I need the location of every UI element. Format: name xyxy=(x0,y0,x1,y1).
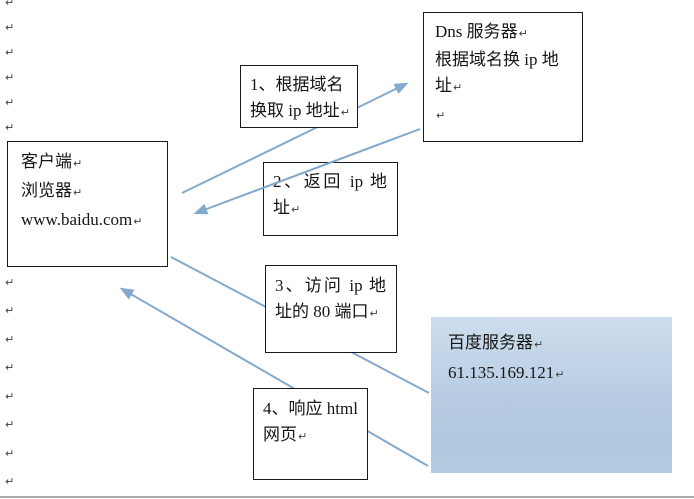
paragraph-mark: ↵ xyxy=(5,304,15,317)
page-boundary-rule xyxy=(0,496,694,498)
paragraph-mark: ↵ xyxy=(5,46,15,59)
dns-server-box[interactable]: Dns 服务器↵ 根据域名换 ip 地 址↵ ↵ xyxy=(423,12,583,142)
return-mark: ↵ xyxy=(534,338,544,351)
step3-box[interactable]: 3、访问 ip 地 址的 80 端口↵ xyxy=(265,265,397,353)
paragraph-mark: ↵ xyxy=(5,276,15,289)
return-mark: ↵ xyxy=(369,307,379,320)
return-mark: ↵ xyxy=(133,215,143,228)
return-mark: ↵ xyxy=(340,106,350,119)
step4-box[interactable]: 4、响应 html 网页↵ xyxy=(253,388,368,480)
client-line-1: 客户端↵ xyxy=(21,152,83,171)
step3-line-1: 3、访问 ip 地 xyxy=(275,276,386,295)
dns-line-2: 根据域名换 ip 地 xyxy=(435,50,559,69)
paragraph-mark: ↵ xyxy=(5,418,15,431)
step2-box[interactable]: 2、返回 ip 地 址↵ xyxy=(263,162,398,236)
step2-line-2: 址↵ xyxy=(273,198,301,217)
return-mark: ↵ xyxy=(436,109,446,122)
paragraph-mark: ↵ xyxy=(5,447,15,460)
client-url-line: www.baidu.com↵ xyxy=(21,210,143,229)
return-mark: ↵ xyxy=(73,157,83,170)
paragraph-mark: ↵ xyxy=(5,21,15,34)
client-box[interactable]: 客户端↵ 浏览器↵ www.baidu.com↵ xyxy=(7,141,168,267)
paragraph-mark: ↵ xyxy=(5,475,15,488)
baidu-ip-line: 61.135.169.121↵ xyxy=(448,363,565,382)
return-mark: ↵ xyxy=(298,430,308,443)
arrow-step4-response[interactable] xyxy=(119,287,429,467)
paragraph-mark: ↵ xyxy=(5,71,15,84)
step4-line-1: 4、响应 html xyxy=(263,399,358,418)
paragraph-mark: ↵ xyxy=(5,361,15,374)
baidu-server-box[interactable]: 百度服务器↵ 61.135.169.121↵ xyxy=(431,317,672,473)
return-mark: ↵ xyxy=(73,186,83,199)
paragraph-mark: ↵ xyxy=(5,0,15,9)
dns-line-1: Dns 服务器↵ xyxy=(435,22,528,41)
dns-line-3: 址↵ xyxy=(435,76,463,95)
baidu-name-line: 百度服务器↵ xyxy=(448,333,544,352)
step1-line-2: 换取 ip 地址↵ xyxy=(250,101,350,120)
paragraph-mark: ↵ xyxy=(5,390,15,403)
step3-line-2: 址的 80 端口↵ xyxy=(275,302,379,321)
paragraph-mark: ↵ xyxy=(5,121,15,134)
step4-line-2: 网页↵ xyxy=(263,425,308,444)
paragraph-mark: ↵ xyxy=(5,333,15,346)
step1-box[interactable]: 1、根据域名 换取 ip 地址↵ xyxy=(240,65,358,128)
return-mark: ↵ xyxy=(555,368,565,381)
step2-line-1: 2、返回 ip 地 xyxy=(273,172,387,191)
arrow-step1-request[interactable] xyxy=(181,82,409,194)
paragraph-mark: ↵ xyxy=(5,96,15,109)
return-mark: ↵ xyxy=(291,203,301,216)
step1-line-1: 1、根据域名 xyxy=(250,75,344,94)
return-mark: ↵ xyxy=(453,81,463,94)
dns-empty-line: ↵ xyxy=(435,101,582,129)
client-line-2: 浏览器↵ xyxy=(21,181,83,200)
arrow-step2-return[interactable] xyxy=(193,128,421,215)
return-mark: ↵ xyxy=(518,27,528,40)
